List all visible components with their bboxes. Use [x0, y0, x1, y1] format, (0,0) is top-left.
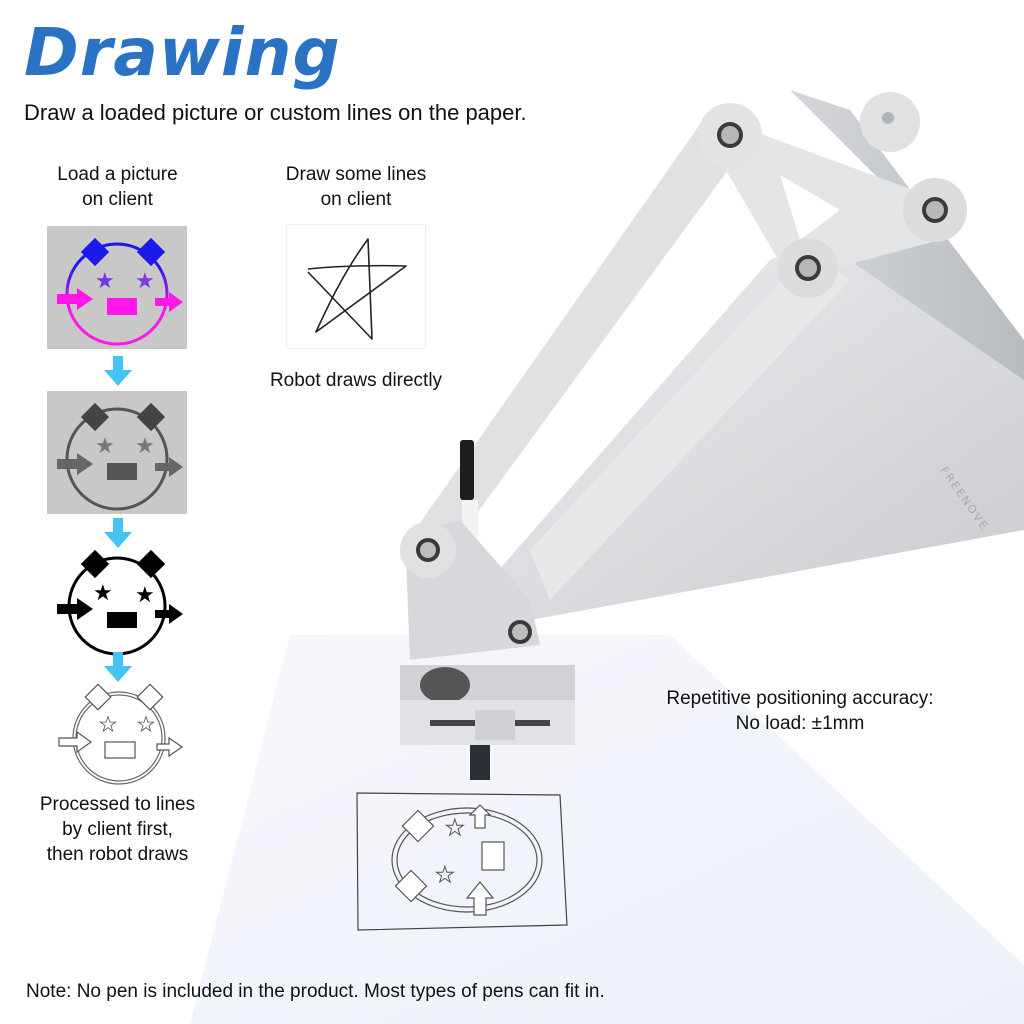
accuracy-spec: Repetitive positioning accuracy: No load… [630, 686, 970, 736]
outline-lines-image: ★ ★ [58, 684, 184, 785]
page-title: Drawing [24, 14, 341, 91]
draw-lines-heading: Draw some lines on client [250, 162, 462, 212]
svg-text:★: ★ [135, 583, 155, 608]
paper-sheet [190, 635, 1024, 1024]
svg-text:★: ★ [137, 712, 155, 736]
caption-line: then robot draws [46, 844, 189, 865]
heading-line: on client [82, 189, 153, 210]
svg-text:★: ★ [93, 581, 113, 606]
arrow-down-icon [104, 518, 132, 548]
svg-text:★: ★ [445, 816, 465, 841]
drawn-picture-on-paper: ★ ★ [356, 792, 568, 931]
screw-icon [717, 112, 948, 281]
binarized-image: ★ ★ [57, 549, 183, 656]
heading-line: Draw some lines [285, 164, 427, 185]
page-subtitle: Draw a loaded picture or custom lines on… [24, 100, 527, 125]
load-picture-heading: Load a picture on client [20, 162, 215, 212]
robot-arm-photo: FREENOVE [400, 90, 1024, 780]
heading-line: on client [320, 189, 392, 210]
svg-text:★: ★ [95, 434, 115, 459]
svg-text:★: ★ [135, 269, 155, 294]
hand-drawn-star-canvas [286, 224, 426, 349]
arrow-down-icon [104, 652, 132, 682]
spec-value: No load: ±1mm [735, 713, 865, 734]
svg-text:★: ★ [435, 863, 455, 888]
arrow-down-icon [104, 356, 132, 386]
processing-caption: Processed to lines by client first, then… [15, 792, 220, 867]
svg-text:★: ★ [95, 269, 115, 294]
spec-line: Repetitive positioning accuracy: [666, 688, 934, 709]
svg-text:★: ★ [99, 712, 117, 736]
caption-line: Processed to lines [39, 794, 196, 815]
heading-line: Load a picture [57, 164, 178, 185]
svg-text:★: ★ [135, 434, 155, 459]
footer-note: Note: No pen is included in the product.… [26, 981, 605, 1002]
grayscale-image: ★ ★ [47, 391, 187, 514]
caption-line: by client first, [62, 819, 173, 840]
robot-draws-directly-label: Robot draws directly [269, 370, 443, 391]
original-color-image: ★ ★ [47, 226, 187, 349]
